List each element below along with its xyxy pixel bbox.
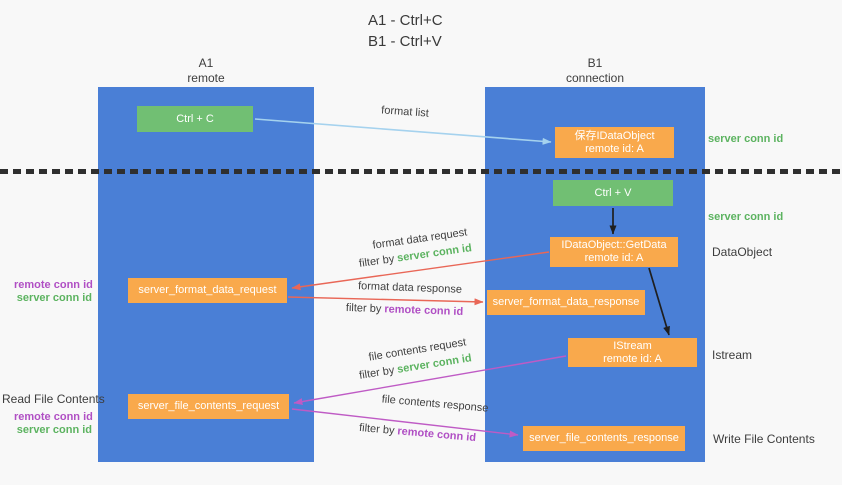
node-ctrl-v-label: Ctrl + V [594, 186, 632, 199]
node-server-file-contents-response: server_file_contents_response [523, 426, 685, 451]
node-getdata-line1: IDataObject::GetData [561, 239, 667, 251]
machine-boundary-dotted-line [0, 169, 842, 174]
node-file-response-label: server_file_contents_response [529, 432, 679, 444]
node-ctrl-v: Ctrl + V [553, 180, 673, 206]
node-server-file-contents-request: server_file_contents_request [128, 394, 289, 419]
annotation-remote-conn-id: remote conn id [14, 279, 93, 291]
annotation-read-file-contents: Read File Contents [2, 392, 105, 406]
node-save-idataobject: 保存IDataObject remote id: A [555, 127, 674, 158]
node-save-idataobject-line2: remote id: A [585, 142, 644, 155]
filter-by-text: filter by [345, 301, 382, 316]
annotation-server-conn-id: server conn id [16, 292, 92, 304]
label-format-list: format list [380, 104, 430, 120]
label-file-contents-response: file contents response [381, 393, 489, 415]
annotation-server-conn-id-top: server conn id [708, 133, 784, 145]
lifeline-a1-subtitle: remote [187, 71, 225, 85]
lifeline-header-b1: B1 connection [485, 56, 705, 86]
node-ctrl-c: Ctrl + C [137, 106, 253, 132]
annotation-server-conn-id: server conn id [16, 424, 92, 436]
node-server-format-data-request: server_format_data_request [128, 278, 287, 303]
diagram-title: A1 - Ctrl+C B1 - Ctrl+V [368, 10, 443, 52]
filter-by-text: filter by [358, 421, 395, 437]
annotation-write-file-contents: Write File Contents [713, 432, 815, 446]
lifeline-a1-name: A1 [198, 56, 214, 70]
node-file-request-label: server_file_contents_request [137, 400, 280, 412]
node-idataobject-getdata: IDataObject::GetData remote id: A [550, 237, 678, 267]
node-server-format-data-response: server_format_data_response [487, 290, 645, 315]
title-line-ctrl-c: A1 - Ctrl+C [368, 12, 443, 29]
lifeline-header-a1: A1 remote [98, 56, 314, 86]
filter-by-text: filter by [358, 364, 396, 382]
node-save-idataobject-line1: 保存IDataObject [574, 129, 655, 142]
annotation-remote-conn-id: remote conn id [14, 411, 93, 423]
remote-conn-id-text: remote conn id [396, 425, 477, 445]
lifeline-b1-subtitle: connection [565, 71, 625, 85]
title-line-ctrl-v: B1 - Ctrl+V [368, 33, 442, 50]
node-format-response-label: server_format_data_response [492, 296, 640, 308]
annotation-conn-ids-file: remote conn id server conn id [14, 411, 93, 437]
lifeline-b1-name: B1 [587, 56, 603, 70]
node-istream-line2: remote id: A [603, 352, 662, 365]
annotation-dataobject: DataObject [712, 245, 773, 259]
annotation-server-conn-id-mid: server conn id [708, 211, 784, 223]
filter-by-text: filter by [358, 253, 396, 270]
arrow-format-data-response [287, 296, 484, 306]
node-istream: IStream remote id: A [568, 338, 697, 367]
annotation-istream: Istream [712, 348, 753, 362]
label-format-data-response: format data response [357, 280, 463, 296]
node-istream-line1: IStream [613, 339, 652, 352]
remote-conn-id-text: remote conn id [384, 303, 464, 319]
node-format-request-label: server_format_data_request [138, 284, 277, 296]
node-ctrl-c-label: Ctrl + C [176, 112, 214, 125]
node-getdata-line2: remote id: A [584, 252, 644, 264]
annotation-conn-ids-format: remote conn id server conn id [14, 279, 93, 305]
